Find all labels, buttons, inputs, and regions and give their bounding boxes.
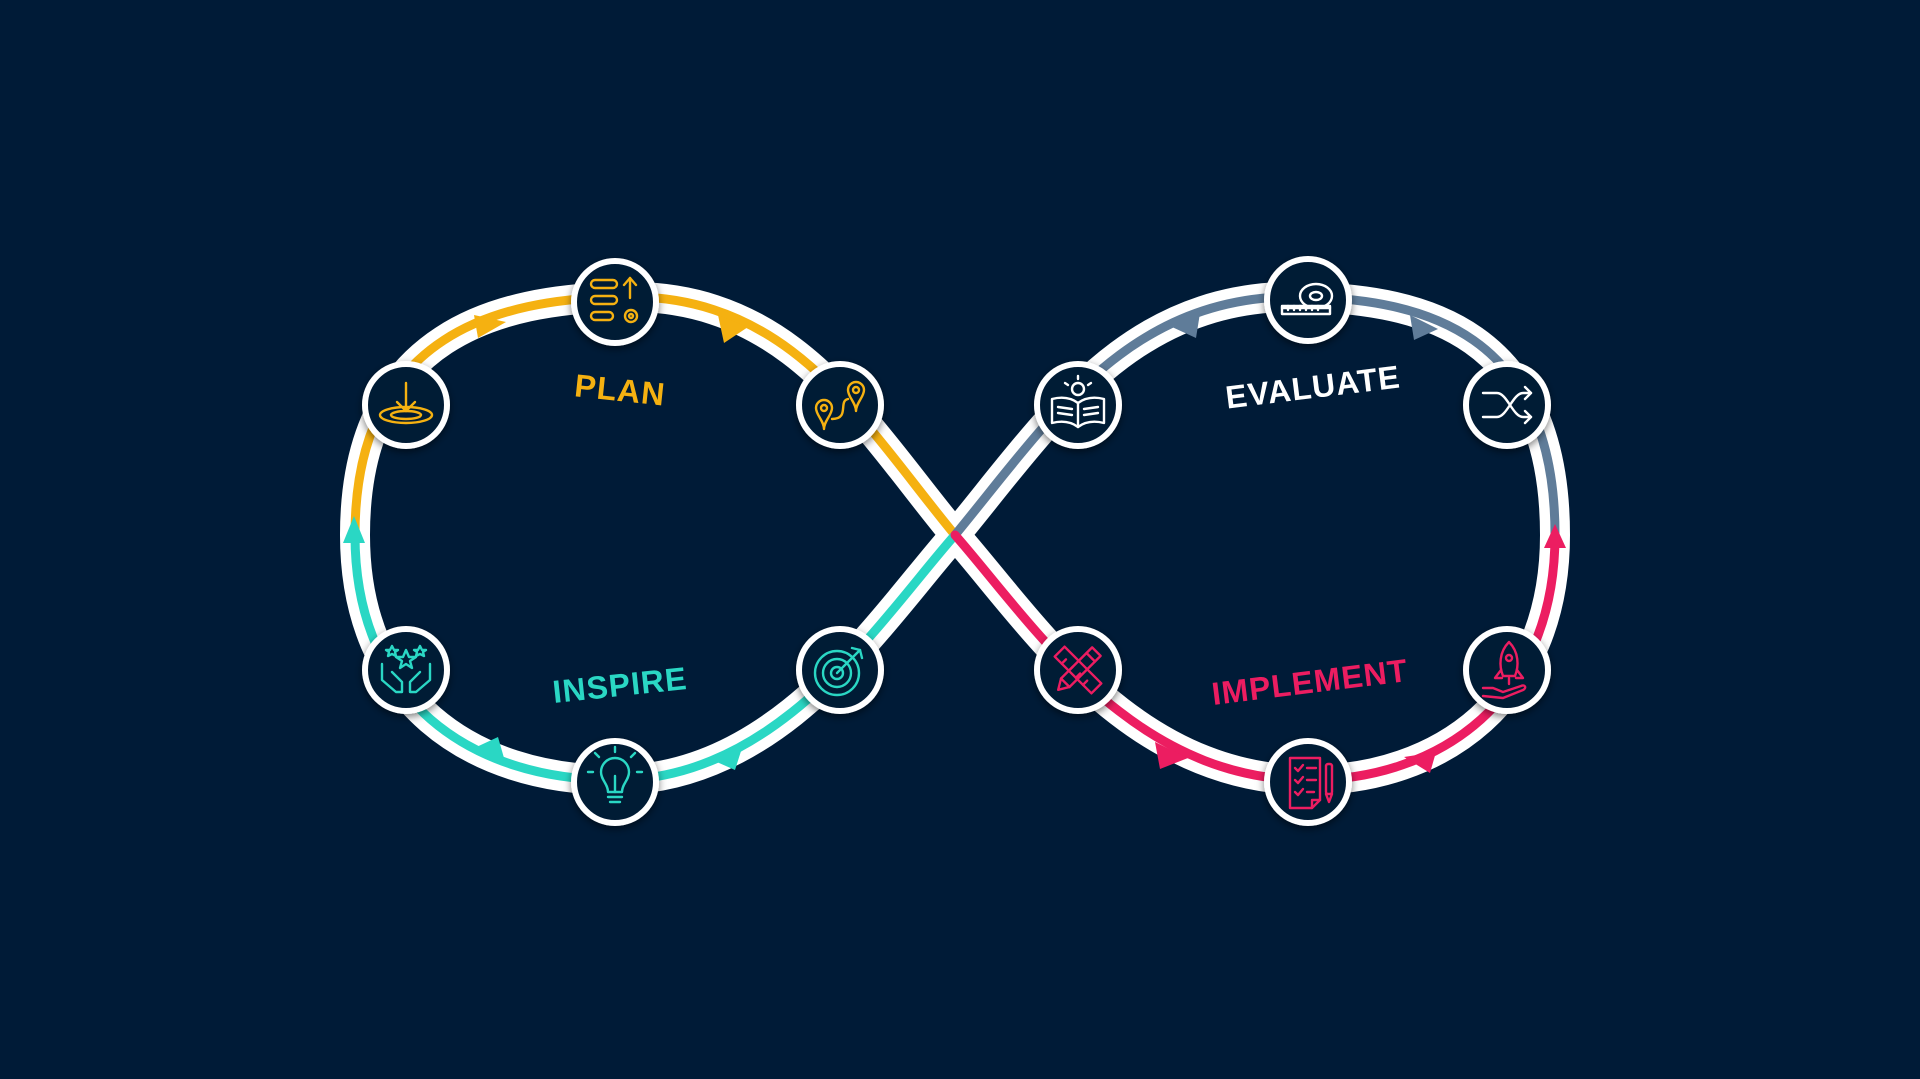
plan-arrow-1 [474,315,506,338]
evaluate-arrow-1 [1172,313,1200,338]
download-target-icon [378,381,434,425]
inspire-node-right [796,626,884,714]
plan-node-top [571,258,659,346]
open-book-idea-icon [1050,374,1106,429]
route-map-pin-icon [814,380,866,431]
evaluate-node-top [1264,256,1352,344]
implement-arrow-2 [1404,752,1436,773]
target-arrow-icon [813,646,864,697]
plan-node-left [362,361,450,449]
implement-node-right [1463,626,1551,714]
plan-arrow-2 [718,315,748,343]
task-list-settings-icon [589,276,639,324]
track-right-loop [940,281,1571,796]
implement-node-bottom [1264,738,1352,826]
shuffle-arrows-icon [1481,385,1533,425]
inspire-node-bottom [571,738,659,826]
checklist-icon [1288,756,1334,810]
inspire-arrow-2 [470,737,504,758]
inspire-arrow-1 [710,748,742,770]
phase-label-inspire: INSPIRE [551,660,689,710]
evaluate-node-left [1034,361,1122,449]
plan-node-right [796,361,884,449]
inspire-arrow-3 [343,516,365,543]
lightbulb-icon [586,745,644,804]
rocket-launch-icon [1481,640,1527,700]
implement-arrow-3 [1544,524,1566,548]
phase-label-evaluate: EVALUATE [1223,358,1402,415]
phase-label-implement: IMPLEMENT [1210,652,1410,712]
inspire-node-left [362,626,450,714]
hands-stars-icon [380,644,432,694]
pencil-ruler-icon [1053,645,1103,695]
phase-label-plan: PLAN [573,367,667,412]
evaluate-node-right [1463,361,1551,449]
evaluate-arrow-2 [1410,315,1438,340]
implement-arrow-1 [1155,742,1188,769]
implement-node-left [1034,626,1122,714]
measuring-tape-icon [1280,282,1334,316]
